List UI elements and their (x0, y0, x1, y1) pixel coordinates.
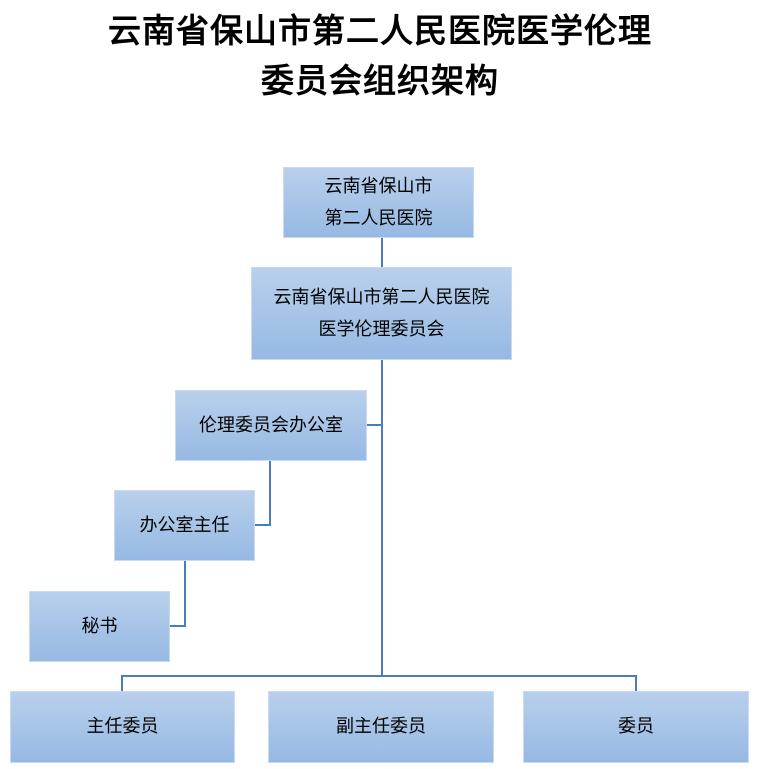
node-office: 伦理委员会办公室 (175, 390, 367, 461)
node-committee-line2: 医学伦理委员会 (318, 318, 445, 340)
node-committee: 云南省保山市第二人民医院医学伦理委员会 (251, 267, 512, 360)
connector (635, 675, 637, 691)
connector (381, 237, 383, 267)
node-hospital-line1: 云南省保山市 (324, 175, 433, 197)
chart-title-line2: 委员会组织架构 (261, 61, 499, 100)
connector (121, 675, 637, 677)
node-secretary: 秘书 (29, 591, 170, 662)
node-chair: 主任委员 (10, 691, 235, 763)
connector (121, 675, 123, 691)
connector (366, 424, 382, 426)
chart-title-line1: 云南省保山市第二人民医院医学伦理 (108, 11, 652, 50)
connector (169, 625, 186, 627)
connector (269, 460, 271, 526)
connector (381, 359, 383, 677)
connector (184, 560, 186, 627)
node-director: 办公室主任 (114, 490, 255, 561)
node-member: 委员 (523, 691, 749, 763)
connector (254, 524, 271, 526)
node-hospital: 云南省保山市第二人民医院 (283, 167, 474, 238)
node-vice-chair: 副主任委员 (268, 691, 494, 763)
node-committee-line1: 云南省保山市第二人民医院 (273, 286, 490, 308)
node-hospital-line2: 第二人民医院 (324, 207, 433, 229)
